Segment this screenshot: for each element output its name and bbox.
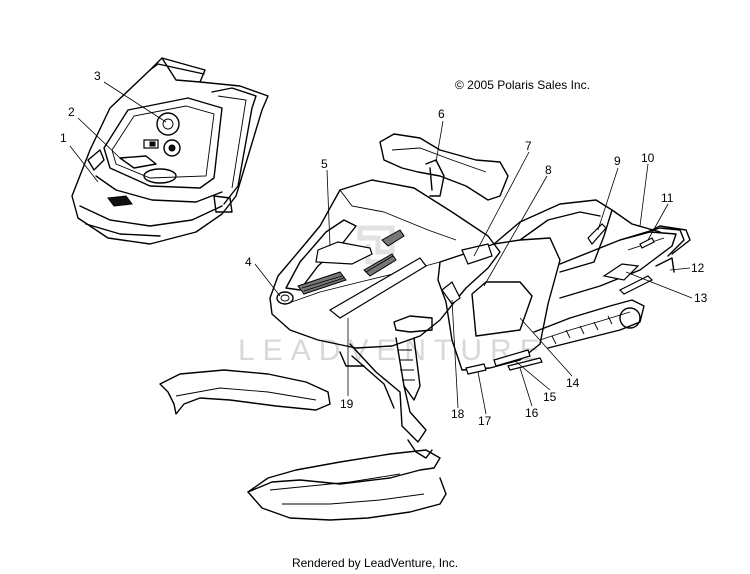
callout-3: 3 xyxy=(94,69,101,83)
callout-18: 18 xyxy=(451,407,465,421)
callout-13: 13 xyxy=(694,291,708,305)
callout-11: 11 xyxy=(661,191,674,205)
callout-8: 8 xyxy=(545,163,552,177)
leadventure-watermark: LEADVENTURE xyxy=(238,225,548,367)
render-credit: Rendered by LeadVenture, Inc. xyxy=(291,556,459,570)
callout-1: 1 xyxy=(60,131,67,145)
callout-9: 9 xyxy=(614,154,621,168)
callout-6: 6 xyxy=(438,107,445,121)
callout-14: 14 xyxy=(566,376,580,390)
callout-7: 7 xyxy=(525,139,532,153)
callout-10: 10 xyxy=(641,151,655,165)
callout-15: 15 xyxy=(543,390,557,404)
watermark-text: LEADVENTURE xyxy=(238,334,548,367)
snowmobile-body xyxy=(159,133,691,521)
callout-5: 5 xyxy=(321,157,328,171)
callout-19: 19 xyxy=(340,397,354,411)
callout-17: 17 xyxy=(478,414,492,428)
callout-4: 4 xyxy=(245,255,252,269)
console-inset xyxy=(71,57,269,245)
copyright-notice: © 2005 Polaris Sales Inc. xyxy=(455,78,590,92)
callout-12: 12 xyxy=(691,261,705,275)
callout-16: 16 xyxy=(525,406,539,420)
callout-2: 2 xyxy=(68,105,75,119)
callout-numbers: 1 2 3 4 5 6 7 8 9 10 11 12 13 14 15 16 1… xyxy=(60,69,708,428)
callout-leaders xyxy=(69,81,693,415)
